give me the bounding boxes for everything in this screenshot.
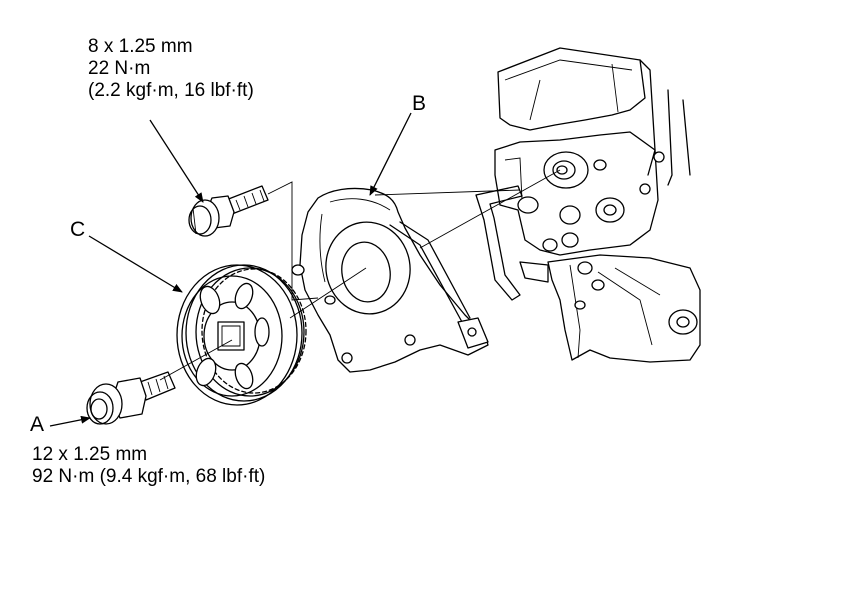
timing-belt-back-cover [291,187,489,373]
crankshaft-sprocket [176,264,307,406]
engine-block [475,47,701,363]
assembly-lines [159,169,561,381]
callout-label-b: B [412,92,427,115]
bottom-bolt-torque-spec: 12 x 1.25 mm 92 N·m (9.4 kgf·m, 68 lbf·f… [32,444,265,488]
crankshaft-pulley-bolt [86,371,176,425]
bottom-bolt-size: 12 x 1.25 mm [32,444,148,465]
callout-label-a: A [30,413,45,436]
callout-label-c: C [70,218,86,241]
leader-arrow-a [49,415,91,427]
leader-arrow-c [88,235,183,293]
bottom-bolt-torque: 92 N·m (9.4 kgf·m, 68 lbf·ft) [32,466,266,487]
top-bolt-torque: 22 N·m [88,58,151,79]
top-bolt-size: 8 x 1.25 mm [88,36,193,57]
top-bolt-torque-spec: 8 x 1.25 mm 22 N·m (2.2 kgf·m, 16 lbf·ft… [88,36,254,102]
top-bolt-torque-alt: (2.2 kgf·m, 16 lbf·ft) [88,80,254,101]
leader-arrow-top-spec [149,119,204,203]
cover-bolt [188,185,269,237]
leader-arrow-b [369,112,412,196]
